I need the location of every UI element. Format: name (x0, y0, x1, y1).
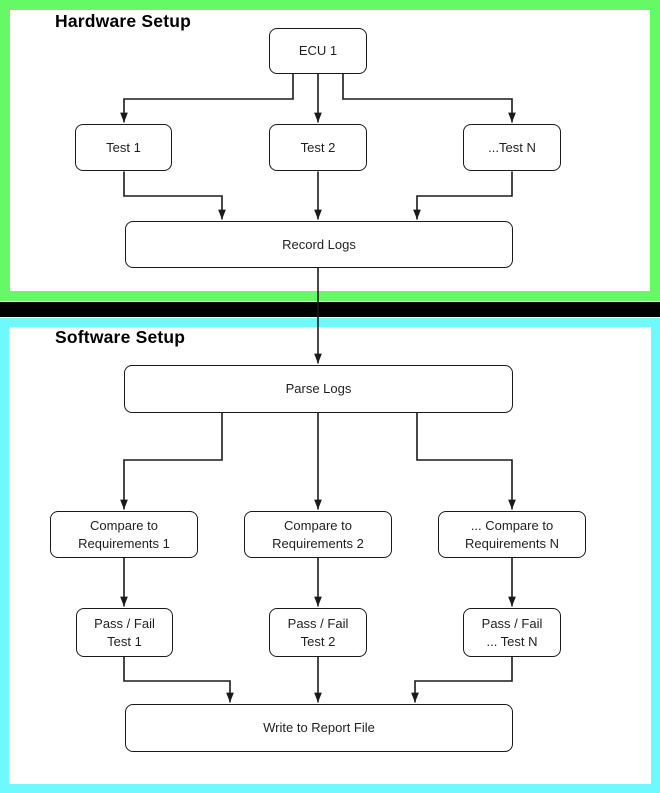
edge-pass1-to-write-report (123, 657, 234, 703)
edge-test1-to-record-logs (123, 171, 226, 220)
hardware-section-title: Hardware Setup (55, 11, 192, 31)
edge-test-n-to-record-logs (413, 171, 513, 220)
node-write-to-report-file: Write to Report File (125, 704, 513, 752)
node-compare-to-requirements-1: Compare to Requirements 1 (50, 511, 198, 558)
node-pass-fail-test-n: Pass / Fail ... Test N (463, 608, 561, 657)
node-test-1: Test 1 (75, 124, 172, 171)
software-section-title: Software Setup (55, 327, 186, 347)
edge-pass-n-to-write-report (411, 657, 513, 703)
node-record-logs: Record Logs (125, 221, 513, 268)
node-compare-to-requirements-2: Compare to Requirements 2 (244, 511, 392, 558)
edge-parse-logs-to-compare-n (416, 413, 516, 510)
node-pass-fail-test-2: Pass / Fail Test 2 (269, 608, 367, 657)
node-ecu-1: ECU 1 (269, 28, 367, 74)
node-compare-to-requirements-n: ... Compare to Requirements N (438, 511, 586, 558)
node-test-n: ...Test N (463, 124, 561, 171)
edge-ecu-to-test1 (120, 74, 294, 123)
node-test-2: Test 2 (269, 124, 367, 171)
node-pass-fail-test-1: Pass / Fail Test 1 (76, 608, 173, 657)
section-divider-band (0, 302, 660, 317)
node-parse-logs: Parse Logs (124, 365, 513, 413)
edge-ecu-to-test-n (342, 74, 516, 123)
edge-parse-logs-to-compare1 (120, 413, 223, 510)
